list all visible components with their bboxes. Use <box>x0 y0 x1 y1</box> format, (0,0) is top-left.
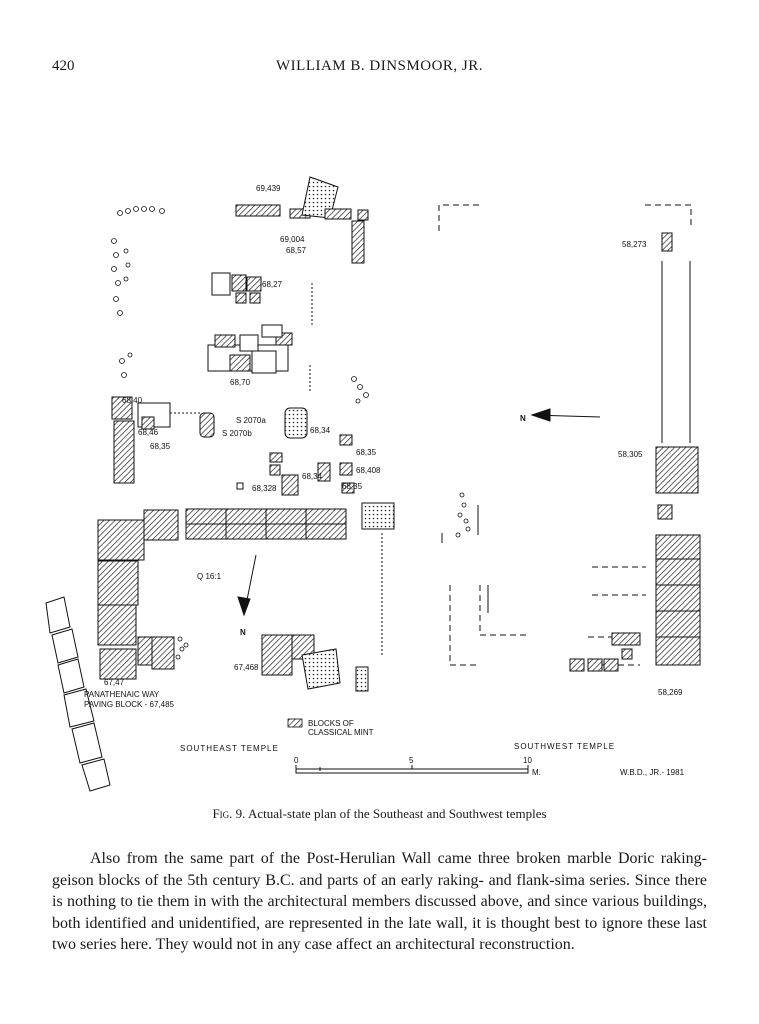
north-arrow-right <box>530 408 601 422</box>
elevation-label: 69,439 <box>256 184 281 193</box>
figure-caption-text: Actual-state plan of the Southeast and S… <box>247 806 547 821</box>
legend-label: CLASSICAL MINT <box>308 728 374 737</box>
paragraph-text: Also from the same part of the Post-Heru… <box>52 850 707 889</box>
grid-reference: Q 16:1 <box>197 572 222 581</box>
elevation-label: 68,57 <box>286 246 307 255</box>
elevation-label: 68,40 <box>122 396 143 405</box>
scale-label: 0 <box>294 756 299 765</box>
scale-bar <box>295 765 529 774</box>
elevation-label: 67,47 <box>104 678 125 687</box>
scale-label: 10 <box>523 756 532 765</box>
southeast-temple-label: SOUTHEAST TEMPLE <box>180 744 279 753</box>
elevation-label: 58,305 <box>618 450 643 459</box>
elevation-label: 67,468 <box>234 663 259 672</box>
elevation-label: 68,35 <box>356 448 377 457</box>
body-paragraph: Also from the same part of the Post-Heru… <box>52 848 707 956</box>
southwest-temple-label: SOUTHWEST TEMPLE <box>514 742 615 751</box>
legend-swatch <box>287 718 303 728</box>
way-label: PAVING BLOCK - 67,485 <box>84 700 175 709</box>
southwest-temple-plan <box>438 204 692 666</box>
panathenaic-way-paving <box>45 596 111 792</box>
scale-unit: M. <box>532 768 541 777</box>
legend-label: BLOCKS OF <box>308 719 354 728</box>
elevation-label: 68,27 <box>262 280 283 289</box>
plan-figure: N N 69,439 69,004 68,57 68,27 68,70 68,4… <box>40 165 720 795</box>
inventory-label: S 2070a <box>236 416 266 425</box>
drawing-credit: W.B.D., JR.- 1981 <box>620 768 685 777</box>
paragraph-text: and parts of an early raking- and flank-… <box>52 871 707 954</box>
elevation-label: 68,70 <box>230 378 251 387</box>
elevation-label: 68,34 <box>302 472 323 481</box>
north-label-right: N <box>520 414 526 423</box>
southeast-temple-plan <box>97 176 395 692</box>
southwest-temple-blocks <box>569 232 701 672</box>
running-title: WILLIAM B. DINSMOOR, JR. <box>276 58 483 74</box>
north-arrow-left <box>237 554 257 617</box>
era-abbreviation: B.C. <box>265 871 295 889</box>
north-label-left: N <box>240 628 246 637</box>
elevation-label: 68,34 <box>310 426 331 435</box>
elevation-label: 69,004 <box>280 235 305 244</box>
elevation-label: 58,269 <box>658 688 683 697</box>
rubble-stones <box>111 206 471 660</box>
elevation-label: 68,328 <box>252 484 277 493</box>
figure-caption: Fig. 9. Actual-state plan of the Southea… <box>0 806 759 822</box>
scale-label: 5 <box>409 756 414 765</box>
page-number: 420 <box>52 58 75 74</box>
elevation-label: 68,35 <box>150 442 171 451</box>
elevation-label: 68,35 <box>342 482 363 491</box>
elevation-label: 68,408 <box>356 466 381 475</box>
elevation-label: 58,273 <box>622 240 647 249</box>
inventory-label: S 2070b <box>222 429 252 438</box>
elevation-label: 68,46 <box>138 428 159 437</box>
way-label: PANATHENAIC WAY <box>84 690 160 699</box>
figure-label: Fig. 9. <box>212 806 246 821</box>
